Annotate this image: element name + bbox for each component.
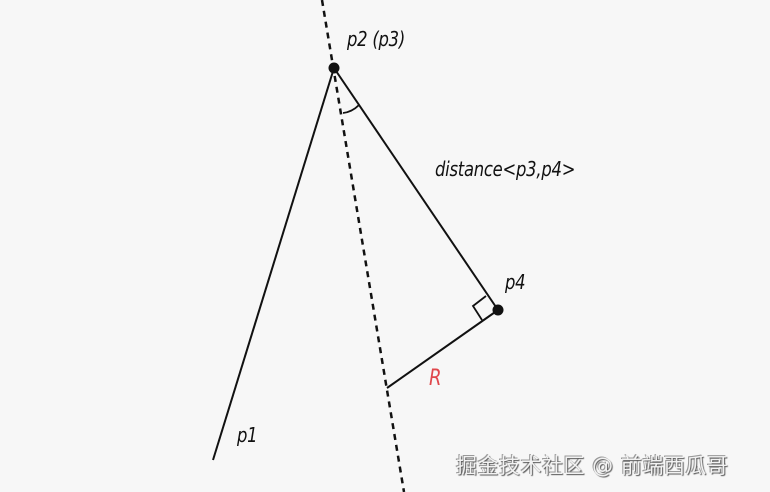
- label-p1: p1: [237, 423, 258, 447]
- label-distance: distance<p3,p4>: [435, 157, 576, 181]
- segment-p1-p2: [212, 67, 335, 461]
- angle-arc: [342, 104, 360, 114]
- point-p4: [492, 304, 504, 316]
- segment-r: [386, 309, 499, 389]
- point-p2: [328, 62, 340, 74]
- label-r: R: [429, 366, 442, 391]
- right-angle-marker: [471, 295, 487, 321]
- label-p4: p4: [505, 270, 526, 294]
- dashed-line: [320, 0, 406, 492]
- label-p2-p3: p2 (p3): [347, 27, 405, 51]
- segment-p3-p4: [333, 67, 499, 311]
- watermark: 掘金技术社区 @ 前端西瓜哥: [456, 454, 729, 478]
